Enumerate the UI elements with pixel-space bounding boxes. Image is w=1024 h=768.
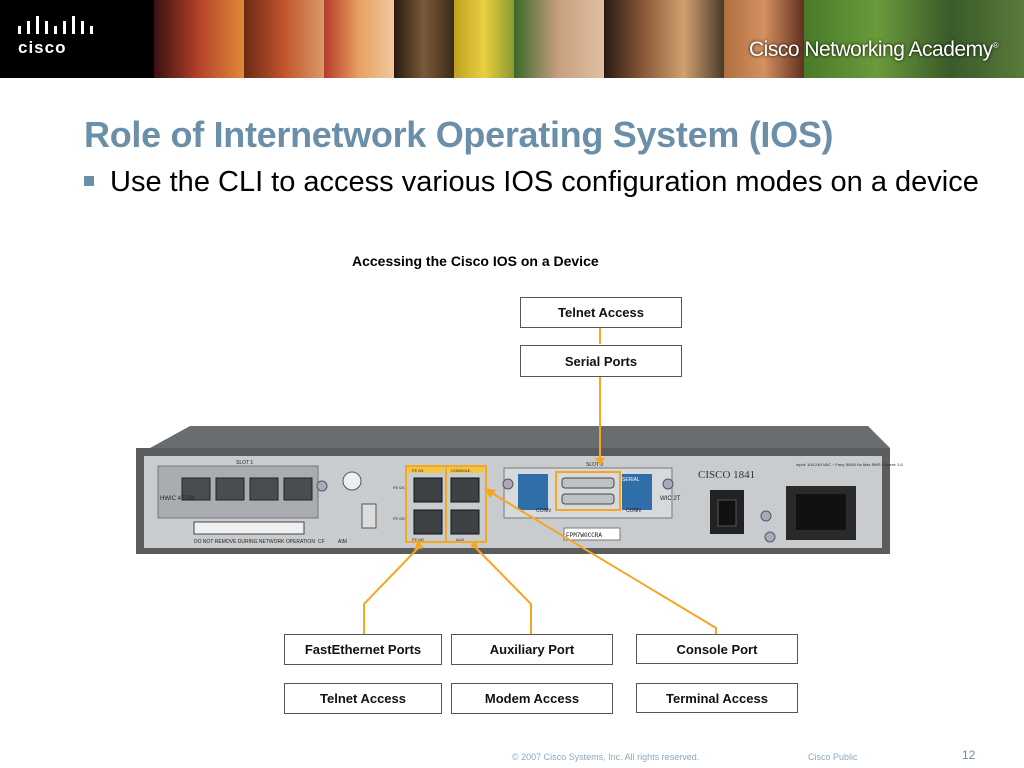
cisco-bars-icon (18, 16, 93, 34)
academy-title-text: Cisco Networking Academy (748, 38, 993, 61)
connector-console (489, 491, 717, 634)
fe-top-tag (408, 467, 444, 473)
figure-title: Accessing the Cisco IOS on a Device (352, 253, 599, 269)
power-switch-rocker (717, 499, 737, 527)
aim-label: AIM (338, 539, 347, 545)
banner-photo-9 (804, 0, 1024, 78)
fe0-side-label: FE 0/0 (393, 516, 406, 521)
onboard-ports-frame (405, 465, 487, 543)
cf-slot (193, 521, 305, 535)
console-port (450, 477, 480, 503)
serial-ports-box: Serial Ports (520, 345, 682, 377)
wic-right-tab (622, 474, 652, 510)
auxiliary-port-box: Auxiliary Port (451, 634, 613, 665)
cf-label: CF (318, 539, 325, 545)
wic-left-tab (518, 474, 548, 510)
connector-aux (473, 545, 532, 634)
banner-photo-8 (724, 0, 804, 78)
terminal-access-box: Terminal Access (636, 683, 798, 713)
front-panel (144, 456, 882, 548)
serial-label: SERIAL (622, 477, 640, 483)
wic-label: WIC 2T (660, 496, 681, 502)
banner-photo-6 (514, 0, 604, 78)
fe-0-1-port (413, 477, 443, 503)
page-number: 12 (962, 748, 976, 762)
hwic-port-2 (249, 477, 279, 501)
chassis-front (136, 448, 890, 554)
serial-sticker (563, 527, 621, 541)
arrowhead-aux (470, 540, 478, 550)
power-inlet-socket (796, 494, 846, 530)
connector-fastethernet (363, 545, 421, 634)
serial-port-1 (561, 493, 615, 505)
cisco-logo: cisco (0, 0, 154, 78)
telnet-access-top-box: Telnet Access (520, 297, 682, 328)
fe-0-0-port (413, 509, 443, 535)
aux-port (450, 509, 480, 535)
arrowhead-serial (595, 458, 605, 466)
banner-photo-3 (324, 0, 394, 78)
power-spec-label: Input: 100-240 VAC ~ Freq: 50/60 Hz Max … (796, 462, 904, 467)
model-label: CISCO 1841 (698, 469, 755, 481)
warning-label: DO NOT REMOVE DURING NETWORK OPERATION (194, 539, 315, 545)
telnet-access-bottom-box: Telnet Access (284, 683, 442, 714)
fe-top-label: FE 0/1 (412, 468, 425, 473)
academy-title: Cisco Networking Academy® (748, 38, 999, 62)
serial-sticker-text: FPM7W0CCRA (566, 532, 602, 539)
footer-copyright: © 2007 Cisco Systems, Inc. All rights re… (512, 752, 700, 762)
banner-photo-5 (454, 0, 514, 78)
cisco-logo-text: cisco (18, 38, 67, 57)
usb-port (361, 503, 377, 529)
fe1-side-label: FE 0/1 (393, 485, 406, 490)
slot0-label: SLOT 0 (586, 462, 603, 468)
banner-photo-7 (604, 0, 724, 78)
power-inlet (786, 486, 856, 540)
banner-photo-1 (154, 0, 244, 78)
slot1-label: SLOT 1 (236, 460, 253, 466)
screw-icon (316, 480, 328, 492)
serial-port-0 (561, 477, 615, 489)
wic-card (503, 467, 673, 519)
registered-mark: ® (992, 41, 999, 50)
footer-classification: Cisco Public (808, 752, 858, 762)
header-banner: cisco Cisco Networking Academy® (0, 0, 1024, 78)
banner-photo-2 (244, 0, 324, 78)
aux-tag-label: AUX (456, 537, 465, 542)
screw-icon (764, 531, 776, 543)
chassis-top (150, 426, 890, 448)
slide-title: Role of Internetwork Operating System (I… (84, 114, 834, 155)
conn-right-label: CONN (626, 508, 641, 514)
console-port-box: Console Port (636, 634, 798, 664)
screw-icon (760, 510, 772, 522)
conn-left-label: CONN (536, 508, 551, 514)
screw-icon (662, 478, 674, 490)
bullet-text: Use the CLI to access various IOS config… (110, 166, 979, 198)
hwic-ports (181, 477, 313, 501)
screw-icon (502, 478, 514, 490)
lock-icon (342, 471, 362, 491)
hwic-port-1 (215, 477, 245, 501)
hwic-port-3 (283, 477, 313, 501)
fastethernet-ports-box: FastEthernet Ports (284, 634, 442, 665)
hwic-label: HWIC 4ESW (160, 496, 195, 502)
console-tag-label: CONSOLE (451, 468, 471, 473)
hwic-port-0 (181, 477, 211, 501)
fe-bot-label: FE 0/0 (412, 537, 425, 542)
hwic-card (157, 465, 319, 519)
power-switch (710, 490, 744, 534)
bullet-item: Use the CLI to access various IOS config… (84, 164, 984, 201)
arrowhead-console (484, 488, 496, 498)
bullet-square-icon (84, 176, 94, 186)
banner-photo-4 (394, 0, 454, 78)
arrowhead-fastethernet (414, 540, 424, 550)
serial-ports-frame (555, 471, 621, 511)
modem-access-box: Modem Access (451, 683, 613, 714)
console-tag (448, 467, 484, 473)
